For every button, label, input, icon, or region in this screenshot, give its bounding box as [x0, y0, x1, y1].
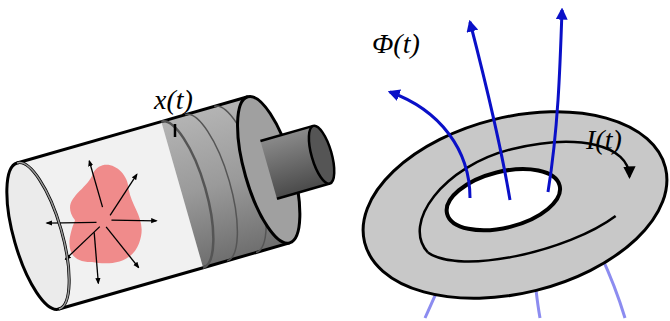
flux-label: Φ(t): [372, 30, 420, 58]
ring-conductor: [343, 82, 670, 321]
position-label: x(t): [154, 86, 193, 114]
current-label: I(t): [586, 126, 622, 154]
leader-line: [174, 124, 177, 137]
cylinder: [0, 79, 352, 316]
